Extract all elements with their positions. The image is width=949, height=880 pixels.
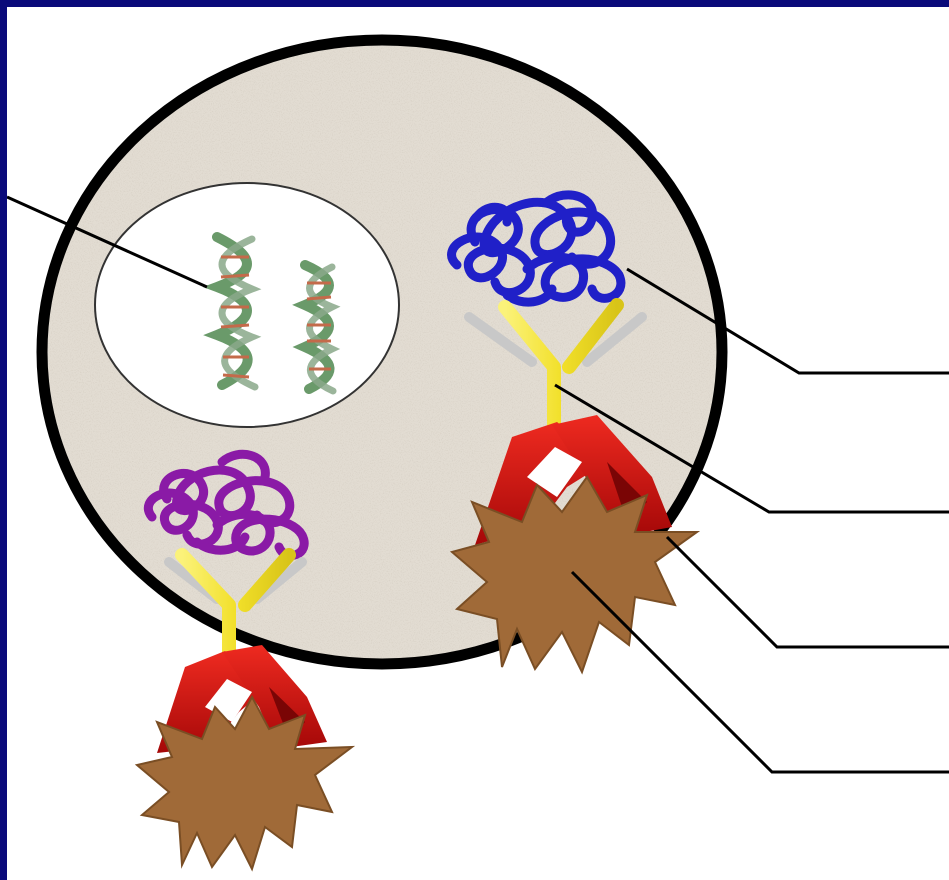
nucleus — [95, 183, 399, 427]
diagram-canvas — [7, 7, 949, 880]
cell-diagram — [7, 7, 949, 880]
leader-line-receptor — [667, 537, 949, 647]
